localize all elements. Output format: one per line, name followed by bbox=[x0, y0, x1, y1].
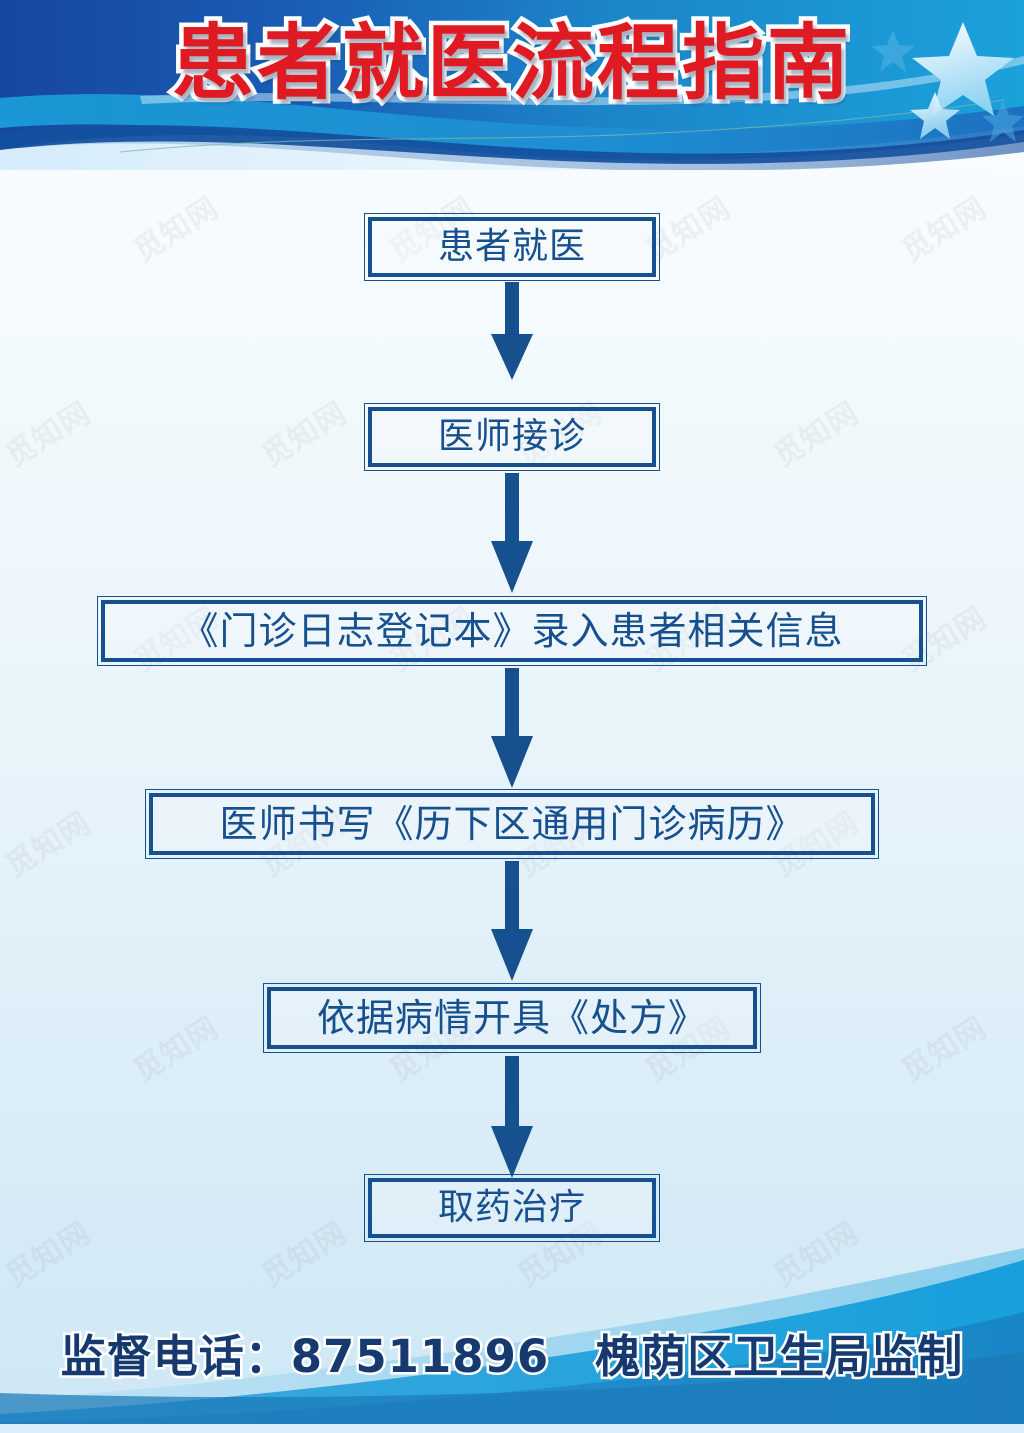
flow-node-prescription[interactable]: 依据病情开具《处方》 bbox=[263, 983, 761, 1053]
flow-node-doctor-reception[interactable]: 医师接诊 bbox=[364, 403, 660, 471]
footer-supervision-text: 监督电话：87511896 槐荫区卫生局监制 bbox=[58, 1328, 964, 1386]
header-background-graphic bbox=[0, 0, 1024, 170]
page-title: 患者就医流程指南 bbox=[167, 16, 853, 111]
footer-text-container: 监督电话：87511896 槐荫区卫生局监制 bbox=[0, 1320, 1024, 1386]
header-banner: 患者就医流程指南 bbox=[0, 0, 1024, 170]
flow-node-dispense-treatment[interactable]: 取药治疗 bbox=[364, 1174, 660, 1242]
footer-banner: 监督电话：87511896 槐荫区卫生局监制 bbox=[0, 1248, 1024, 1433]
star-group bbox=[871, 22, 1024, 142]
flow-arrow-2 bbox=[491, 473, 533, 593]
flow-node-label: 医师书写《历下区通用门诊病历》 bbox=[219, 802, 805, 846]
flow-node-outpatient-log[interactable]: 《门诊日志登记本》录入患者相关信息 bbox=[97, 596, 927, 666]
star-small-left bbox=[871, 30, 915, 72]
flow-node-label: 医师接诊 bbox=[437, 416, 586, 457]
footer-background-graphic bbox=[0, 1248, 1024, 1433]
flow-arrow-3 bbox=[491, 668, 533, 788]
title-container: 患者就医流程指南 bbox=[0, 16, 1024, 111]
flow-node-patient-visit[interactable]: 患者就医 bbox=[364, 213, 660, 281]
flow-arrow-1 bbox=[491, 282, 533, 380]
star-small-right bbox=[982, 100, 1024, 142]
star-medium bbox=[910, 92, 960, 139]
flow-arrow-5 bbox=[491, 1056, 533, 1178]
flow-node-label: 《门诊日志登记本》录入患者相关信息 bbox=[180, 609, 844, 653]
flow-arrow-4 bbox=[491, 861, 533, 981]
flow-node-write-medical-record[interactable]: 医师书写《历下区通用门诊病历》 bbox=[145, 789, 879, 859]
flow-node-label: 依据病情开具《处方》 bbox=[316, 996, 707, 1040]
flow-node-label: 患者就医 bbox=[437, 226, 586, 267]
star-large bbox=[912, 22, 1014, 116]
flow-node-label: 取药治疗 bbox=[437, 1187, 586, 1228]
